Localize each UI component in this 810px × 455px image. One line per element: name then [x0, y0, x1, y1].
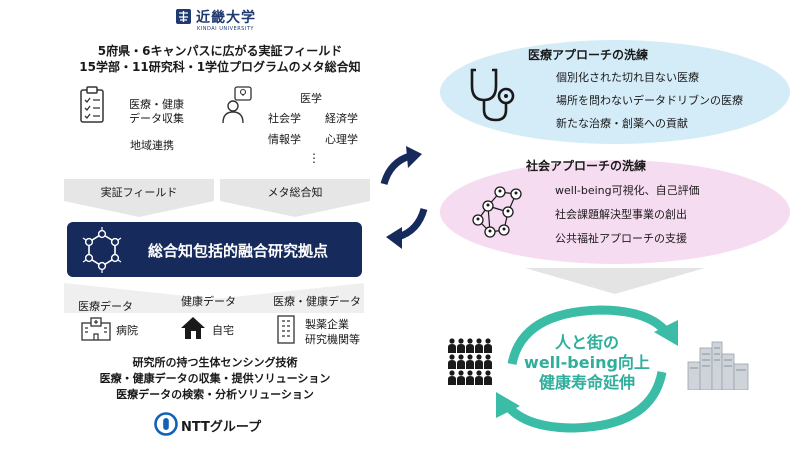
home-icon	[180, 316, 206, 344]
medical-approach-ellipse	[440, 40, 790, 144]
pharma-label-2: 研究機関等	[305, 333, 360, 346]
health-data-label: 健康データ	[181, 295, 236, 308]
chevron-bottom-left	[64, 283, 364, 317]
medicine-label: 医学	[300, 92, 322, 105]
ntt-tech-line-2: 医療・健康データの収集・提供ソリューション	[99, 372, 331, 385]
idea-person-icon	[221, 86, 255, 128]
cycle-arrows-icon	[482, 294, 692, 448]
medical-health-data-label: 医療・健康データ	[273, 295, 361, 308]
medical-item-2: 場所を問わないデータドリブンの医療	[556, 94, 743, 107]
social-approach-ellipse	[440, 160, 790, 264]
regional-collaboration-label: 地域連携	[130, 139, 174, 152]
cityscape-icon	[686, 340, 750, 394]
meta-chevron-label: メタ総合知	[267, 186, 323, 199]
ntt-tech-line-3: 医療データの検索・分析ソリューション	[116, 388, 314, 401]
people-network-icon	[466, 182, 528, 244]
arrow-up-right-icon	[380, 140, 425, 194]
home-label: 自宅	[212, 324, 234, 337]
data-collection-label-1: 医療・健康	[129, 98, 184, 111]
social-item-3: 公共福祉アプローチの支援	[555, 232, 687, 245]
goal-line-3: 健康寿命延伸	[538, 373, 635, 392]
meta-chevron	[220, 179, 370, 221]
hospital-label: 病院	[116, 324, 138, 337]
social-item-1: well-being可視化、自己評価	[555, 184, 700, 197]
research-hub-label: 総合知包括的融合研究拠点	[148, 242, 329, 260]
medical-data-label: 医療データ	[78, 300, 133, 313]
medical-approach-title: 医療アプローチの洗練	[528, 48, 649, 62]
informatics-label: 情報学	[268, 133, 301, 146]
network-hexagon-icon	[78, 226, 126, 278]
university-name: 近畿大学	[196, 10, 256, 26]
goal-line-1: 人と街の	[554, 333, 619, 352]
hospital-icon	[81, 317, 111, 345]
social-approach-title: 社会アプローチの洗練	[526, 159, 647, 173]
economics-label: 経済学	[325, 112, 358, 125]
field-chevron-label: 実証フィールド	[100, 186, 178, 199]
tagline-meta: 15学部・11研究科・1学位プログラムのメタ総合知	[79, 60, 361, 74]
medical-item-3: 新たな治療・創薬への貢献	[556, 117, 688, 130]
field-chevron	[64, 179, 214, 221]
down-chevron	[525, 268, 705, 298]
ellipsis-label: ⋮	[308, 151, 320, 165]
ntt-logo-icon	[154, 412, 178, 440]
clipboard-icon	[79, 86, 105, 128]
people-group-icon	[447, 335, 495, 391]
goal-line-2: well-being向上	[524, 353, 650, 372]
arrow-down-left-icon	[384, 205, 429, 259]
psychology-label: 心理学	[325, 133, 358, 146]
building-icon	[276, 314, 296, 348]
stethoscope-icon	[466, 66, 518, 128]
ntt-tech-line-1: 研究所の持つ生体センシング技術	[132, 356, 298, 369]
ntt-group-label: NTTグループ	[181, 420, 262, 435]
university-name-en: KINDAI UNIVERSITY	[197, 26, 254, 32]
tagline-field: 5府県・6キャンパスに広がる実証フィールド	[97, 44, 343, 58]
pharma-label-1: 製薬企業	[305, 318, 349, 331]
social-item-2: 社会課題解決型事業の創出	[555, 208, 687, 221]
research-hub-box	[67, 222, 362, 277]
sociology-label: 社会学	[268, 112, 301, 125]
kindai-logo-icon	[176, 9, 191, 24]
medical-item-1: 個別化された切れ目ない医療	[556, 71, 699, 84]
data-collection-label-2: データ収集	[129, 112, 184, 125]
